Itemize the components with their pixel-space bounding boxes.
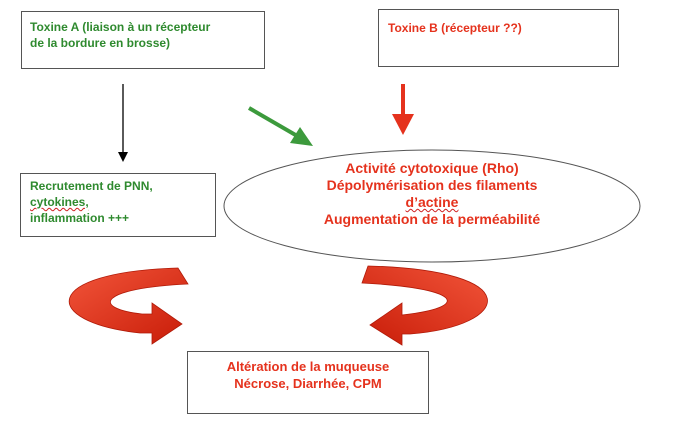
recruitment-line-3: inflammation +++ bbox=[30, 211, 130, 225]
cytotoxic-line-4: Augmentation de la perméabilité bbox=[323, 211, 541, 227]
recruitment-line-2: cytokines, bbox=[30, 195, 89, 209]
recruitment-box: Recrutement de PNN, cytokines, inflammat… bbox=[20, 173, 216, 237]
toxin-b-box: Toxine B (récepteur ??) bbox=[378, 9, 619, 67]
toxin-a-box: Toxine A (liaison à un récepteur de la b… bbox=[21, 11, 265, 69]
cytotoxic-line-3: d’actine bbox=[405, 194, 459, 210]
toxin-b-label: Toxine B (récepteur ??) bbox=[388, 21, 522, 35]
outcome-line-1: Altération de la muqueuse bbox=[226, 359, 390, 374]
toxin-a-line-2: de la bordure en brosse) bbox=[30, 36, 171, 50]
right-curved-arrow bbox=[361, 265, 488, 346]
red-arrow bbox=[392, 84, 414, 135]
cytotoxic-line-1: Activité cytotoxique (Rho) bbox=[345, 160, 519, 176]
green-arrow bbox=[247, 106, 313, 146]
toxin-a-line-1: Toxine A (liaison à un récepteur bbox=[30, 20, 211, 34]
cytotoxic-text: Activité cytotoxique (Rho) Dépolymérisat… bbox=[228, 160, 636, 228]
recruitment-line-1: Recrutement de PNN, bbox=[30, 179, 153, 193]
outcome-line-2: Nécrose, Diarrhée, CPM bbox=[234, 376, 382, 391]
cytotoxic-ellipse bbox=[223, 149, 641, 263]
left-curved-arrow bbox=[68, 267, 189, 345]
cytotoxic-line-2: Dépolymérisation des filaments bbox=[326, 177, 538, 193]
outcome-box: Altération de la muqueuse Nécrose, Diarr… bbox=[187, 351, 429, 414]
